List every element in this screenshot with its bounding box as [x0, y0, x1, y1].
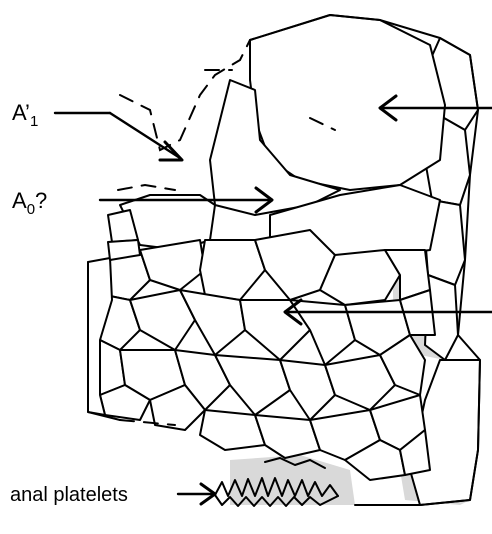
arrow-anal — [178, 484, 215, 504]
upper-plates — [120, 15, 445, 260]
label-a1: A’1 — [12, 100, 38, 130]
plate-field — [100, 230, 435, 480]
label-anal-platelets: anal platelets — [10, 484, 128, 506]
arrow-a1 — [55, 113, 182, 160]
label-a0: A0? — [12, 188, 47, 218]
